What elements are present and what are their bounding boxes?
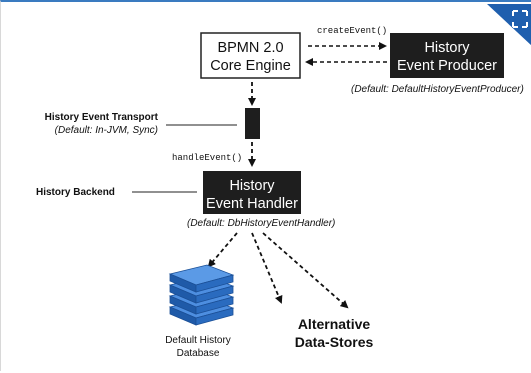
event-producer-box: History Event Producer xyxy=(390,33,504,78)
expand-button[interactable] xyxy=(487,4,531,46)
core-engine-line2: Core Engine xyxy=(210,58,291,74)
create-event-label: createEvent() xyxy=(317,26,387,36)
event-handler-box: History Event Handler xyxy=(203,171,301,214)
handle-event-label: handleEvent() xyxy=(172,153,242,163)
alternative-stores-line2: Data-Stores xyxy=(295,334,374,350)
handler-to-store-arrow-1 xyxy=(251,232,283,304)
database-icon xyxy=(168,264,235,326)
event-handler-line2: Event Handler xyxy=(206,196,298,212)
transport-bar xyxy=(245,108,260,139)
transport-title: History Event Transport xyxy=(45,112,159,123)
backend-title: History Backend xyxy=(36,187,115,198)
event-producer-line2: Event Producer xyxy=(397,58,497,74)
alternative-stores-line1: Alternative xyxy=(298,316,371,332)
producer-default-label: (Default: DefaultHistoryEventProducer) xyxy=(351,84,524,95)
handler-to-database-arrow xyxy=(207,232,238,268)
corner-triangle xyxy=(487,4,531,46)
database-label-line1: Default History xyxy=(165,335,231,346)
database-label-line2: Database xyxy=(177,348,220,359)
event-handler-line1: History xyxy=(229,178,275,194)
event-producer-line1: History xyxy=(424,40,470,56)
transport-default-label: (Default: In-JVM, Sync) xyxy=(55,125,158,136)
handler-default-label: (Default: DbHistoryEventHandler) xyxy=(187,218,335,229)
core-engine-line1: BPMN 2.0 xyxy=(217,40,283,56)
expand-icon xyxy=(512,10,528,28)
core-engine-box: BPMN 2.0 Core Engine xyxy=(200,32,301,79)
handler-to-store-arrow-2 xyxy=(262,232,349,309)
